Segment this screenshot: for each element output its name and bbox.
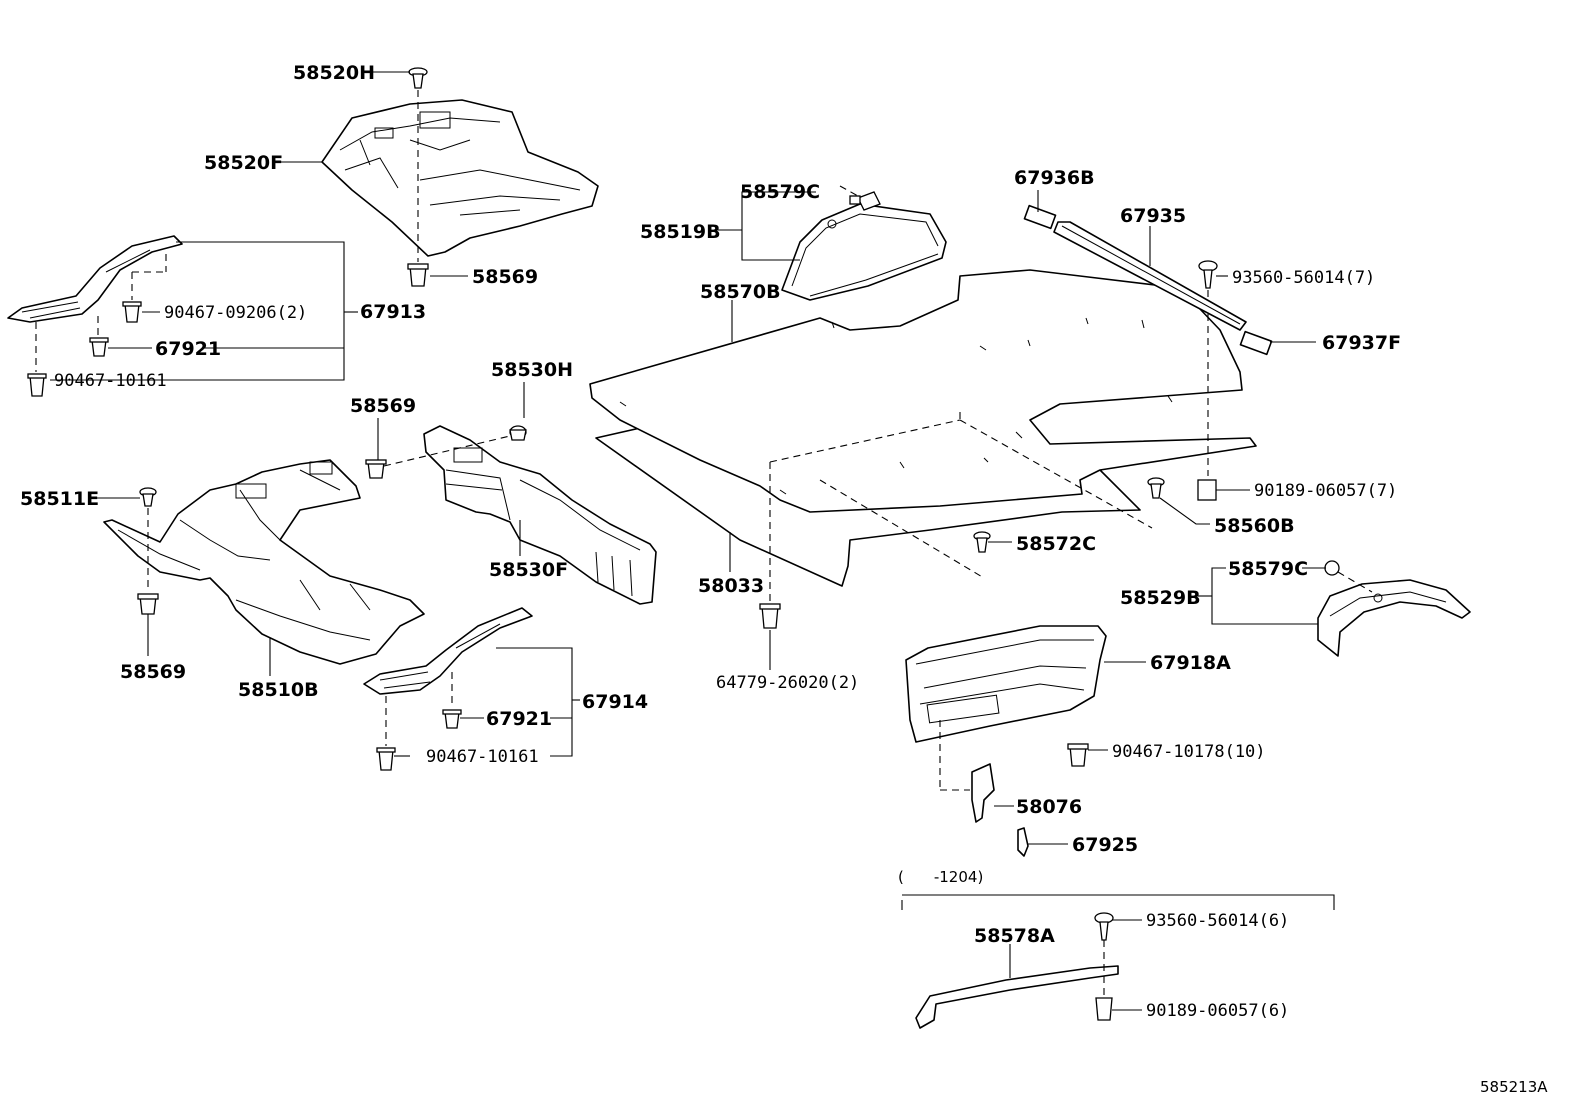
- label-58520H: 58520H: [293, 62, 375, 84]
- clip-93560-56014-6: [1094, 912, 1114, 941]
- label-range: ( -1204): [898, 868, 983, 886]
- label-67937F: 67937F: [1322, 332, 1401, 354]
- label-58520F: 58520F: [204, 152, 283, 174]
- part-67936B-end-cap: [1023, 204, 1057, 230]
- label-67921-b: 67921: [486, 708, 552, 730]
- label-93560-56014-7: 93560-56014(7): [1232, 268, 1375, 288]
- label-58569-low: 58569: [120, 661, 186, 683]
- clip-90189-06057-7: [1197, 479, 1217, 501]
- label-90467-10161-b: 90467-10161: [426, 747, 539, 767]
- label-93560-56014-6: 93560-56014(6): [1146, 911, 1289, 931]
- clip-90467-09206: [122, 301, 142, 323]
- clip-58511E: [139, 487, 157, 507]
- part-labels: 58520H 58520F 58569 67913 90467-09206(2)…: [20, 62, 1548, 1096]
- clip-67921-b: [442, 709, 462, 729]
- label-67936B: 67936B: [1014, 167, 1095, 189]
- label-58033: 58033: [698, 575, 764, 597]
- clip-90467-10161-a: [27, 373, 47, 397]
- part-67935-rail: [1053, 221, 1247, 331]
- label-58560B: 58560B: [1214, 515, 1295, 537]
- part-58529B-wheel-cover: [1317, 579, 1471, 657]
- label-58579C-a: 58579C: [740, 181, 820, 203]
- label-58572C: 58572C: [1016, 533, 1096, 555]
- label-58076: 58076: [1016, 796, 1082, 818]
- part-58519B-cover: [781, 203, 947, 301]
- clip-58569-low: [137, 593, 159, 615]
- clip-93560-56014-7: [1198, 260, 1218, 289]
- label-58530F: 58530F: [489, 559, 568, 581]
- label-67918A: 67918A: [1150, 652, 1231, 674]
- label-58570B: 58570B: [700, 281, 781, 303]
- label-58510B: 58510B: [238, 679, 319, 701]
- part-58520F-floor-cover: [321, 99, 599, 257]
- label-90189-06057-7: 90189-06057(7): [1254, 481, 1397, 501]
- label-58569-mid: 58569: [350, 395, 416, 417]
- label-90189-06057-6: 90189-06057(6): [1146, 1001, 1289, 1021]
- label-90467-10178: 90467-10178(10): [1112, 742, 1266, 762]
- label-67935: 67935: [1120, 205, 1186, 227]
- clip-58579C-a: [849, 191, 881, 211]
- label-64779-26020: 64779-26020(2): [716, 673, 859, 693]
- label-90467-10161-a: 90467-10161: [54, 371, 167, 391]
- part-58510B-front-floor-cover: [103, 459, 425, 665]
- part-67925-plug: [1017, 827, 1029, 857]
- part-58530F-center-cover: [423, 425, 657, 605]
- clip-58579C-b: [1324, 560, 1340, 576]
- label-58529B: 58529B: [1120, 587, 1201, 609]
- part-67914-scuff-plate: [363, 607, 533, 695]
- label-58530H: 58530H: [491, 359, 573, 381]
- leader-lines: [50, 71, 1326, 1011]
- label-67914: 67914: [582, 691, 648, 713]
- label-90467-09206: 90467-09206(2): [164, 303, 307, 323]
- label-67925: 67925: [1072, 834, 1138, 856]
- clip-58569-top: [407, 263, 429, 287]
- label-58511E: 58511E: [20, 488, 99, 510]
- clip-58560B: [1147, 477, 1165, 499]
- clip-58530H: [509, 425, 527, 441]
- label-58519B: 58519B: [640, 221, 721, 243]
- part-58076-bracket: [971, 763, 995, 823]
- label-67913: 67913: [360, 301, 426, 323]
- part-58578A-rail: [915, 965, 1119, 1029]
- clip-90467-10178: [1067, 743, 1089, 767]
- clip-58569-mid: [365, 459, 387, 479]
- clip-58520H: [408, 67, 428, 89]
- label-58579C-b: 58579C: [1228, 558, 1308, 580]
- label-67921-a: 67921: [155, 338, 221, 360]
- label-58578A: 58578A: [974, 925, 1055, 947]
- clip-64779-26020: [759, 603, 781, 629]
- part-67937F-end-cap: [1239, 330, 1273, 356]
- range-bracket: [901, 894, 1335, 910]
- clip-67921-a: [89, 337, 109, 357]
- clip-90467-10161-b: [376, 747, 396, 771]
- diagram-reference-code: 585213A: [1480, 1078, 1548, 1096]
- label-58569-top: 58569: [472, 266, 538, 288]
- part-67918A-trim: [905, 625, 1107, 743]
- clip-58572C: [973, 531, 991, 553]
- part-67913-scuff-plate: [7, 235, 183, 323]
- clip-90189-06057-6: [1095, 997, 1113, 1021]
